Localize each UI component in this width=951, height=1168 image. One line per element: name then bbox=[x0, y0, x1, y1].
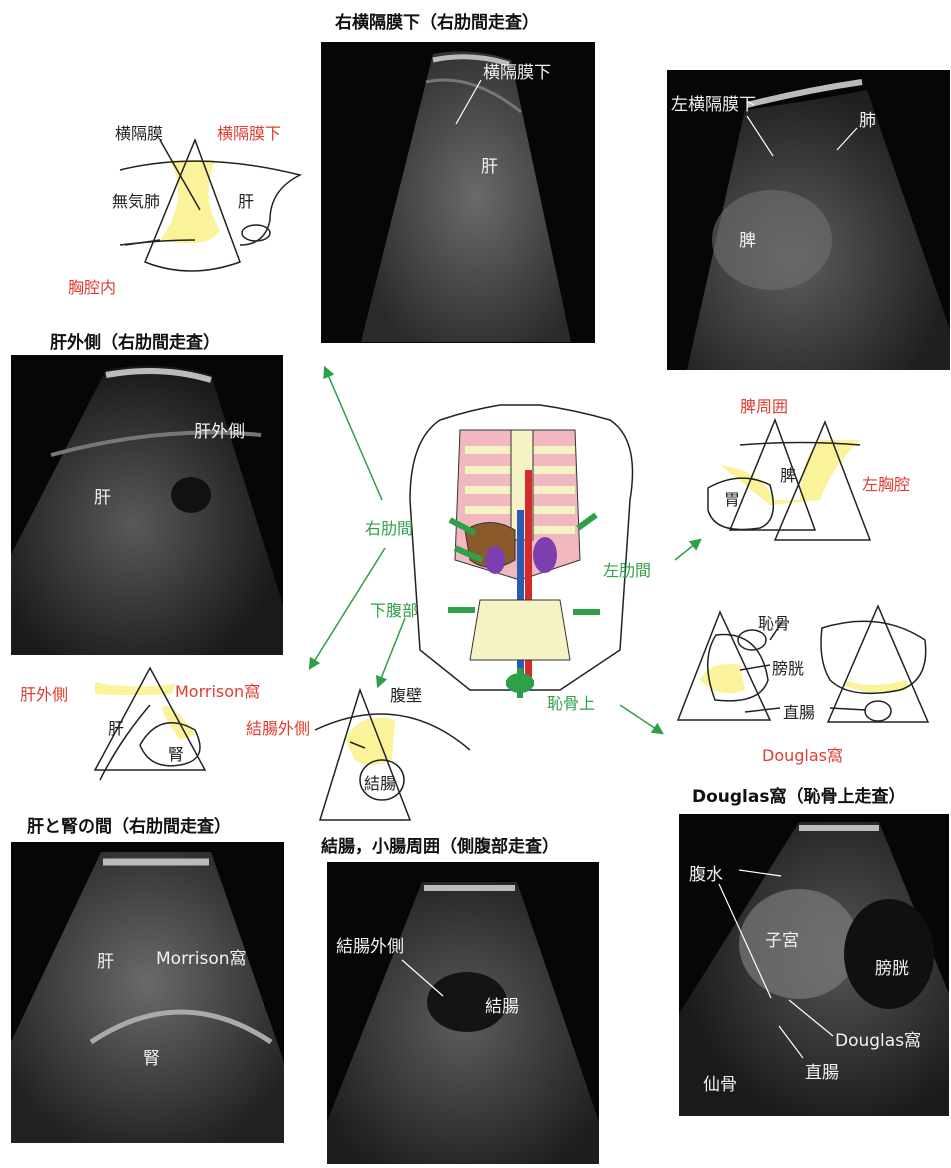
label-liver: 肝 bbox=[238, 188, 254, 212]
colon-diagram bbox=[315, 690, 470, 820]
label-colon: 結腸 bbox=[485, 992, 519, 1017]
label-lung: 肺 bbox=[859, 106, 876, 131]
ultrasound-image bbox=[11, 355, 283, 655]
label-suprapubic: 恥骨上 bbox=[547, 690, 595, 714]
ultrasound-right-subphrenic: 横隔膜下 肝 bbox=[321, 42, 595, 343]
label-colon-lateral: 結腸外側 bbox=[246, 715, 310, 739]
label-colon-lateral: 結腸外側 bbox=[336, 932, 404, 957]
label-abdominal-wall: 腹壁 bbox=[390, 682, 422, 706]
ultrasound-image bbox=[321, 42, 595, 343]
label-lower-abdomen: 下腹部 bbox=[370, 597, 418, 621]
label-rectum: 直腸 bbox=[783, 699, 815, 723]
label-sacrum: 仙骨 bbox=[703, 1070, 737, 1095]
probe-arrows bbox=[310, 368, 700, 733]
label-liver: 肝 bbox=[94, 483, 111, 508]
label-spleen: 脾 bbox=[780, 462, 796, 486]
label-rectum: 直腸 bbox=[805, 1058, 839, 1083]
ultrasound-douglas: 腹水 子宮 膀胱 Douglas窩 直腸 仙骨 bbox=[679, 814, 949, 1116]
ultrasound-liver-kidney: 肝 Morrison窩 腎 bbox=[11, 842, 284, 1143]
label-uterus: 子宮 bbox=[765, 926, 799, 951]
label-liver-lateral: 肝外側 bbox=[20, 681, 68, 705]
ultrasound-colon: 結腸外側 結腸 bbox=[327, 862, 599, 1164]
label-kidney: 腎 bbox=[168, 741, 184, 765]
title-douglas: Douglas窩（恥骨上走査） bbox=[692, 782, 905, 807]
label-douglas: Douglas窩 bbox=[835, 1026, 921, 1051]
label-atelectasis: 無気肺 bbox=[112, 188, 160, 212]
title-liver-kidney: 肝と腎の間（右肋間走査） bbox=[27, 812, 231, 837]
label-douglas: Douglas窩 bbox=[762, 742, 843, 766]
label-liver: 肝 bbox=[97, 947, 114, 972]
title-liver-lateral: 肝外側（右肋間走査） bbox=[50, 328, 220, 353]
label-spleen: 脾 bbox=[739, 226, 756, 251]
ultrasound-image bbox=[327, 862, 599, 1164]
torso-illustration bbox=[410, 405, 633, 693]
label-diaphragm: 横隔膜 bbox=[115, 120, 163, 144]
probe-marks bbox=[448, 515, 600, 698]
label-bladder: 膀胱 bbox=[772, 655, 804, 679]
label-ascites: 腹水 bbox=[689, 860, 723, 885]
label-kidney: 腎 bbox=[143, 1044, 160, 1069]
label-stomach: 胃 bbox=[724, 486, 740, 510]
label-left-thorax: 左胸腔 bbox=[862, 471, 910, 495]
label-bladder: 膀胱 bbox=[875, 954, 909, 979]
title-right-subphrenic: 右横隔膜下（右肋間走査） bbox=[335, 8, 539, 33]
ultrasound-left-subphrenic: 左横隔膜下 肺 脾 bbox=[667, 70, 950, 370]
title-colon: 結腸，小腸周囲（側腹部走査） bbox=[321, 832, 559, 857]
label-liver: 肝 bbox=[481, 152, 498, 177]
label-subphrenic: 横隔膜下 bbox=[483, 58, 551, 83]
ultrasound-image bbox=[11, 842, 284, 1143]
label-subphrenic: 横隔膜下 bbox=[217, 120, 281, 144]
label-colon: 結腸 bbox=[364, 770, 396, 794]
ultrasound-image bbox=[667, 70, 950, 370]
label-pubis: 恥骨 bbox=[758, 610, 790, 634]
label-intrathoracic: 胸腔内 bbox=[68, 274, 116, 298]
label-spleen-around: 脾周囲 bbox=[740, 393, 788, 417]
label-liver: 肝 bbox=[108, 715, 124, 739]
label-liver-lateral: 肝外側 bbox=[194, 417, 245, 442]
ultrasound-liver-lateral: 肝外側 肝 bbox=[11, 355, 283, 655]
label-morrison: Morrison窩 bbox=[156, 944, 247, 969]
label-left-intercostal: 左肋間 bbox=[603, 557, 651, 581]
label-left-subphrenic: 左横隔膜下 bbox=[671, 90, 756, 115]
label-morrison: Morrison窩 bbox=[175, 678, 260, 702]
label-right-intercostal: 右肋間 bbox=[365, 515, 413, 539]
